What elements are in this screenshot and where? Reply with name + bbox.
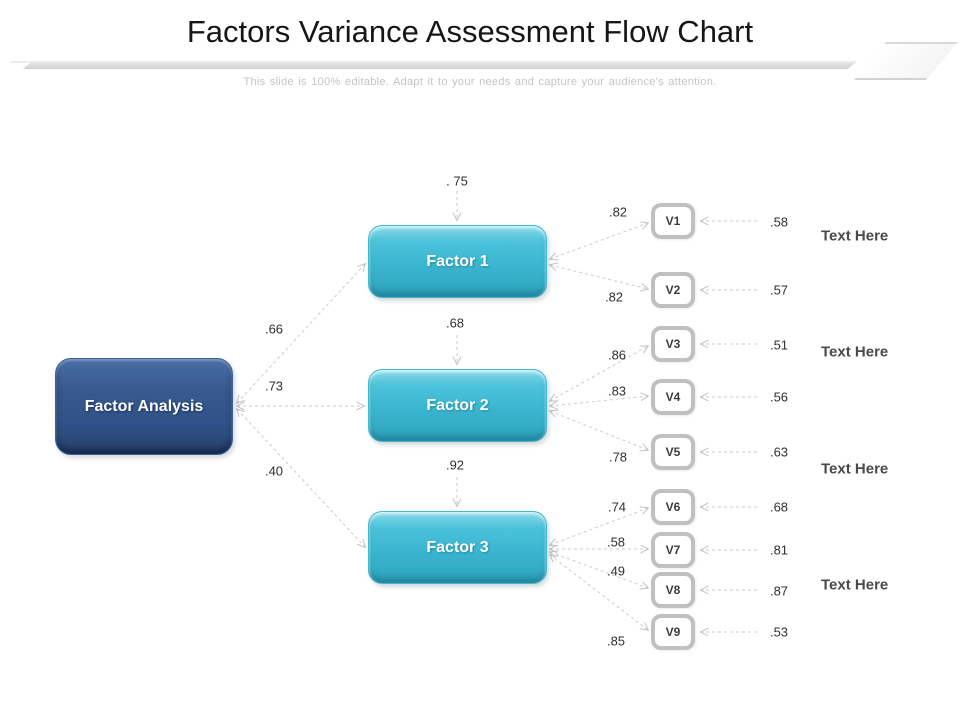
factor-1-box: Factor 1 <box>368 225 547 298</box>
loading-label: .58 <box>606 534 626 550</box>
factor-analysis-box: Factor Analysis <box>55 358 233 455</box>
variable-box: V9 <box>651 614 695 650</box>
header-divider <box>22 63 855 69</box>
path-loading-label: .40 <box>264 463 284 479</box>
error-label: .58 <box>769 214 789 230</box>
annotation-label: Text Here <box>821 227 889 245</box>
variable-box: V2 <box>651 272 695 308</box>
annotation-label: Text Here <box>821 576 889 594</box>
error-label: .68 <box>769 499 789 515</box>
header-divider-line <box>10 61 856 63</box>
variable-box: V6 <box>651 489 695 525</box>
loading-label: .49 <box>606 563 626 579</box>
loading-label: .74 <box>607 499 627 515</box>
error-label: .56 <box>769 389 789 405</box>
factor-2-box: Factor 2 <box>368 369 547 442</box>
variable-box: V1 <box>651 203 695 239</box>
page-subtitle: This slide is 100% editable. Adapt it to… <box>243 76 717 88</box>
variance-label: . 75 <box>446 173 468 189</box>
loading-label: .78 <box>608 449 628 465</box>
error-arrows <box>701 221 757 632</box>
error-label: .63 <box>769 444 789 460</box>
path-loading-label: .73 <box>264 378 284 394</box>
variable-box: V3 <box>651 326 695 362</box>
loading-label: .86 <box>607 347 627 363</box>
error-label: .51 <box>769 337 789 353</box>
variable-box: V5 <box>651 434 695 470</box>
variable-box: V8 <box>651 572 695 608</box>
factor-3-box: Factor 3 <box>368 511 547 584</box>
root-to-factor-edges <box>237 264 365 547</box>
error-label: .57 <box>769 282 789 298</box>
path-loading-label: .66 <box>264 321 284 337</box>
factor-to-variable-edges <box>550 223 648 630</box>
variance-label: .92 <box>445 457 465 473</box>
error-label: .53 <box>769 624 789 640</box>
error-label: .87 <box>769 583 789 599</box>
variance-label: .68 <box>445 315 465 331</box>
variable-box: V4 <box>651 379 695 415</box>
annotation-label: Text Here <box>821 460 889 478</box>
error-label: .81 <box>769 542 789 558</box>
loading-label: .85 <box>606 633 626 649</box>
loading-label: .83 <box>607 383 627 399</box>
loading-label: .82 <box>608 204 628 220</box>
variable-box: V7 <box>651 532 695 568</box>
annotation-label: Text Here <box>821 343 889 361</box>
loading-label: .82 <box>604 289 624 305</box>
page-title: Factors Variance Assessment Flow Chart <box>186 14 754 49</box>
